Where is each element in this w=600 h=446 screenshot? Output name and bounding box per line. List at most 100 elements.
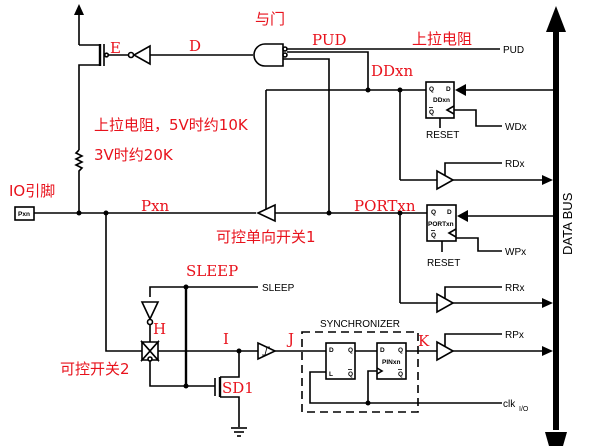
ddxn-reset-label: RESET bbox=[426, 130, 459, 141]
portxn-d-arrow-icon bbox=[457, 210, 468, 222]
pullup-note-line2: 3V时约20K bbox=[94, 146, 174, 164]
latch-qbar-label: Q bbox=[348, 371, 353, 378]
rrx-label: RRx bbox=[505, 283, 524, 294]
wire-sleep bbox=[149, 286, 258, 297]
pinxn-clk-icon bbox=[376, 367, 384, 375]
rdx-buffer-icon bbox=[436, 169, 455, 191]
schmitt-buffer-icon bbox=[257, 341, 277, 361]
pullup-note-line1: 上拉电阻，5V时约10K bbox=[94, 116, 249, 134]
ddxn-d-arrow-icon bbox=[455, 84, 466, 96]
portxn-section: Q D PORTxn Q RESET WPx bbox=[426, 204, 553, 269]
and-input-bubble-pud-icon bbox=[282, 46, 288, 52]
pud-signal-label: PUD bbox=[503, 45, 524, 56]
junction-dot bbox=[76, 210, 82, 216]
pinxn-qbar-label: Q bbox=[398, 371, 403, 378]
portxn-q-label: Q bbox=[431, 209, 436, 216]
rpx-buffer-icon bbox=[436, 340, 455, 362]
ddxn-clk-icon bbox=[445, 105, 455, 115]
rdx-arrow-icon bbox=[542, 175, 553, 185]
ddxn-qbar-label: Q bbox=[429, 109, 434, 116]
ddxn-section: Q D DDxn Q RESET WDx bbox=[265, 81, 553, 213]
node-h-label: H bbox=[153, 320, 166, 338]
pxn-pin-label: Pxn bbox=[18, 211, 30, 218]
latch-q-label: Q bbox=[348, 347, 353, 354]
wire-input-down bbox=[105, 213, 142, 352]
rpx-label: RPx bbox=[505, 330, 524, 341]
inverter-triangle-icon bbox=[132, 44, 151, 66]
wpx-label: WPx bbox=[505, 247, 526, 258]
rrx-arrow-icon bbox=[542, 298, 553, 308]
rpx-arrow-icon bbox=[542, 346, 553, 356]
node-e-label: E bbox=[110, 39, 121, 57]
inverter-h-icon bbox=[140, 301, 160, 321]
latch-block bbox=[325, 342, 356, 380]
sd1-drain bbox=[220, 351, 240, 378]
portxn-reset-label: RESET bbox=[427, 258, 460, 269]
vcc-arrow-icon bbox=[74, 4, 84, 15]
latch-l-label: L bbox=[329, 371, 333, 378]
synchronizer-label: SYNCHRONIZER bbox=[320, 319, 400, 330]
synchronizer: SYNCHRONIZER D Q L Q D Q PINxn Q clk I/O bbox=[301, 319, 529, 413]
sleep-label: SLEEP bbox=[262, 283, 295, 294]
wire-wdx bbox=[454, 109, 502, 127]
and-gate-annotation: 与门 bbox=[255, 10, 285, 28]
pxn-line: Pxn bbox=[14, 203, 437, 304]
wire-clk-pin bbox=[367, 370, 377, 403]
pinxn-d-label: D bbox=[380, 347, 385, 354]
wire-wpx bbox=[456, 237, 502, 252]
pud-annotation: PUD bbox=[312, 31, 347, 49]
ddxn-q-label: Q bbox=[429, 86, 434, 93]
clk-label: clk bbox=[503, 399, 516, 410]
input-path: SLEEP bbox=[105, 213, 326, 437]
sd1-source bbox=[220, 396, 240, 427]
data-bus: DATA BUS bbox=[545, 6, 575, 446]
ddxn-annotation: DDxn bbox=[371, 62, 414, 80]
data-bus-arrow-up-icon bbox=[546, 6, 566, 32]
rdx-label: RDx bbox=[505, 159, 524, 170]
portxn-qbar-label: Q bbox=[431, 232, 436, 239]
ddxn-d-label: D bbox=[446, 86, 451, 93]
inverter-bubble-icon bbox=[127, 51, 135, 59]
wire-rrx bbox=[444, 286, 502, 298]
ground-icon bbox=[231, 427, 247, 437]
wire-and-dd bbox=[287, 51, 369, 90]
synchronizer-box bbox=[301, 331, 419, 413]
pullup-annotation: 上拉电阻 bbox=[412, 30, 472, 48]
sd1-label: SD1 bbox=[222, 379, 254, 397]
portxn-annotation: PORTxn bbox=[354, 197, 416, 215]
schmitt-hysteresis-icon bbox=[262, 346, 270, 356]
data-bus-label: DATA BUS bbox=[560, 192, 575, 255]
wire-rdx bbox=[444, 162, 502, 175]
and-gate bbox=[253, 43, 500, 213]
and-gate-body-icon bbox=[253, 43, 284, 67]
rpx-buffer: RPx bbox=[436, 330, 553, 362]
wire-and-port bbox=[283, 58, 330, 213]
portxn-name-label: PORTxn bbox=[428, 221, 454, 228]
rrx-buffer: RRx bbox=[436, 283, 553, 314]
inverter-h-bubble-icon bbox=[146, 318, 154, 326]
portxn-d-label: D bbox=[447, 209, 452, 216]
rrx-buffer-icon bbox=[436, 292, 455, 314]
inverter-d-e bbox=[127, 44, 253, 66]
tgate-bubble-icon bbox=[147, 356, 153, 362]
data-bus-arrow-down-icon bbox=[545, 432, 567, 446]
rdx-buffer: RDx bbox=[436, 159, 553, 191]
sleep-annotation: SLEEP bbox=[186, 262, 238, 280]
node-d-label: D bbox=[189, 37, 201, 55]
junction-dot bbox=[365, 400, 371, 406]
tgate-left-icon bbox=[141, 339, 152, 363]
pinxn-flipflop bbox=[376, 342, 407, 380]
switch2-annotation: 可控开关2 bbox=[60, 360, 130, 378]
portxn-clk-icon bbox=[447, 228, 457, 238]
junction-dot bbox=[326, 210, 332, 216]
pinxn-q-label: Q bbox=[398, 347, 403, 354]
and-input-bubble-dd-icon bbox=[282, 52, 288, 58]
node-k-label: K bbox=[418, 332, 430, 350]
ddxn-name-label: DDxn bbox=[433, 97, 450, 104]
pinxn-name-label: PINxn bbox=[382, 359, 400, 366]
wire-clk bbox=[309, 371, 502, 404]
io-pin-annotation: IO引脚 bbox=[9, 182, 55, 200]
latch-d-label: D bbox=[329, 347, 334, 354]
clk-subscript: I/O bbox=[519, 406, 529, 413]
